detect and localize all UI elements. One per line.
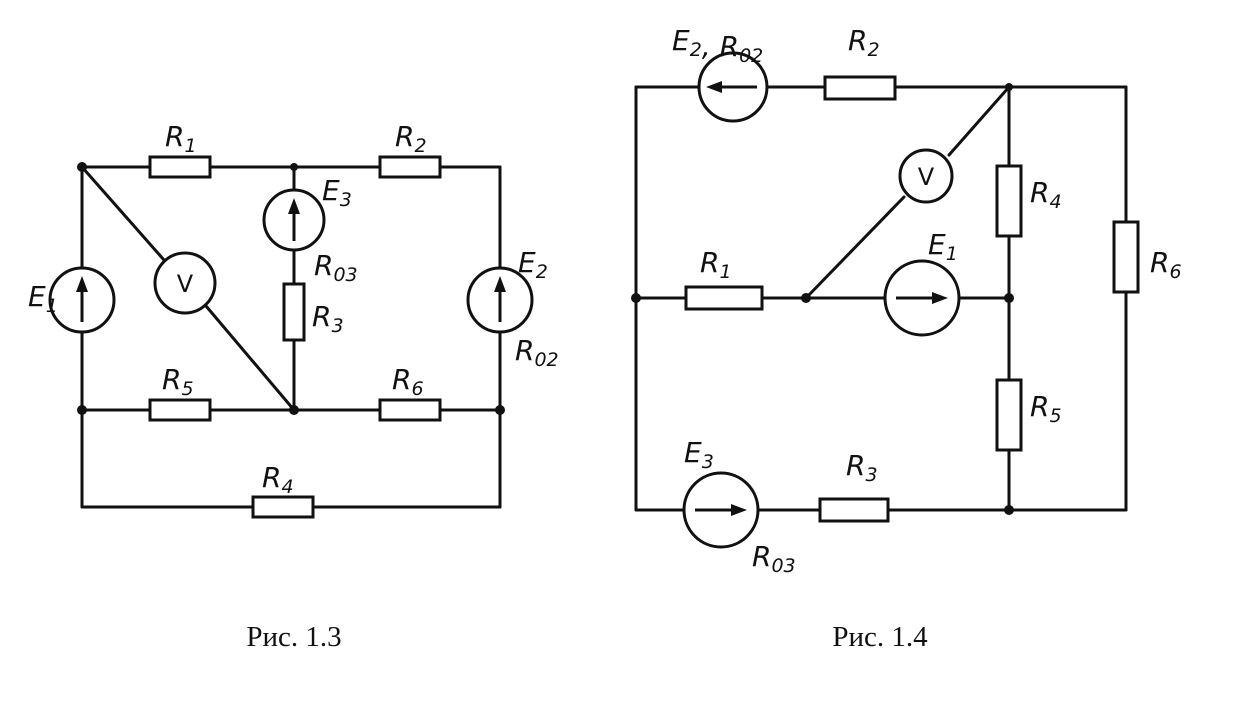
label-r5: R5 (1030, 390, 1062, 427)
resistor-r2 (378, 155, 442, 179)
voltmeter-label: V (177, 270, 194, 298)
label-e1: E1 (28, 280, 58, 317)
source-e2 (697, 51, 769, 123)
label-e1: E1 (928, 228, 958, 265)
label-r5: R5 (162, 363, 194, 400)
label-r03: R03 (752, 540, 796, 577)
label-r6: R6 (1150, 246, 1182, 283)
label-r1: R1 (165, 120, 197, 157)
label-e3: E3 (322, 174, 352, 211)
label-e2: E2 (518, 246, 548, 283)
resistor-r5 (148, 398, 212, 422)
resistor-r4 (251, 495, 315, 519)
resistor-r1 (684, 285, 764, 311)
label-r1: R1 (700, 246, 732, 283)
label-e2-r02: E2, R02 (672, 24, 763, 67)
label-r3: R3 (312, 300, 344, 337)
source-e1 (883, 259, 961, 337)
resistor-r2 (823, 75, 897, 101)
figure-1-3-circuit: V R1 R2 E3 R03 R3 E1 E2 R02 R5 R6 R4 Рис… (28, 120, 559, 653)
label-r3: R3 (846, 449, 878, 486)
resistor-r4 (995, 164, 1023, 238)
voltmeter-label: V (918, 163, 935, 191)
source-e3 (262, 188, 326, 252)
figure-1-3-nodes (77, 162, 505, 415)
resistor-r3 (818, 497, 890, 523)
figure-1-4-nodes (631, 83, 1014, 515)
label-r2: R2 (395, 120, 427, 157)
resistor-r1 (148, 155, 212, 179)
figure-1-4-caption: Рис. 1.4 (832, 621, 928, 653)
label-r02: R02 (515, 334, 559, 371)
figure-1-3-wires (80, 165, 502, 509)
label-r2: R2 (848, 24, 880, 61)
source-e2 (466, 266, 534, 334)
label-r6: R6 (392, 363, 424, 400)
resistor-r5 (995, 378, 1023, 452)
label-r03: R03 (314, 249, 358, 286)
label-r4: R4 (1030, 176, 1062, 213)
voltmeter: V (898, 148, 954, 204)
figure-1-3-caption: Рис. 1.3 (246, 621, 341, 653)
source-e1 (48, 266, 116, 334)
label-r4: R4 (262, 461, 294, 498)
label-e3: E3 (684, 436, 714, 473)
figure-1-4-circuit: V E2, R02 R2 R4 R6 R1 E1 R5 E3 R3 R03 Ри… (631, 24, 1182, 653)
resistor-r6 (1112, 220, 1140, 294)
resistor-r6 (378, 398, 442, 422)
voltmeter: V (153, 251, 217, 315)
resistor-r3 (282, 282, 306, 342)
source-e3 (682, 471, 760, 549)
